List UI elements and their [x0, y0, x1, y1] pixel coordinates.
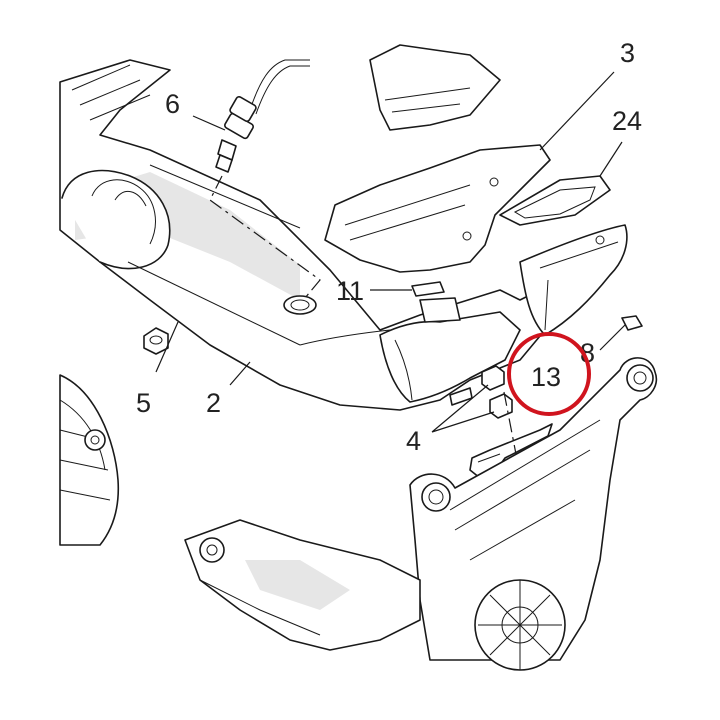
leader-2	[229, 361, 251, 386]
leader-4	[431, 384, 495, 433]
bolts	[449, 365, 513, 419]
exhaust-gasket	[499, 175, 611, 226]
callout-5: 5	[136, 388, 151, 418]
highlight-circle	[507, 332, 591, 416]
exhaust-header-pipe	[59, 59, 546, 411]
swingarm	[184, 519, 421, 651]
leader-8	[599, 324, 626, 351]
callout-4: 4	[406, 426, 421, 456]
callout-3: 3	[620, 38, 635, 68]
upper-heat-shield	[369, 44, 501, 131]
leader-5	[155, 321, 179, 373]
nut	[143, 327, 169, 355]
leader-6	[192, 115, 226, 131]
callout-24: 24	[612, 106, 642, 136]
heat-shield-plate	[324, 144, 551, 273]
pipe-clamp	[411, 281, 461, 323]
leader-24	[599, 141, 623, 177]
leader-3	[539, 71, 615, 151]
sensor-axis-line	[209, 175, 321, 299]
callout-2: 2	[206, 388, 221, 418]
callout-8: 8	[580, 338, 595, 368]
callout-11: 11	[336, 276, 364, 306]
mounting-bracket	[469, 423, 553, 479]
frame-structure	[409, 357, 658, 671]
oxygen-sensor	[215, 59, 310, 173]
wheel-section	[59, 374, 120, 546]
callout-6: 6	[165, 89, 180, 119]
callout-13: 13	[531, 362, 561, 392]
washer	[621, 315, 643, 331]
exhaust-flange	[519, 224, 628, 336]
